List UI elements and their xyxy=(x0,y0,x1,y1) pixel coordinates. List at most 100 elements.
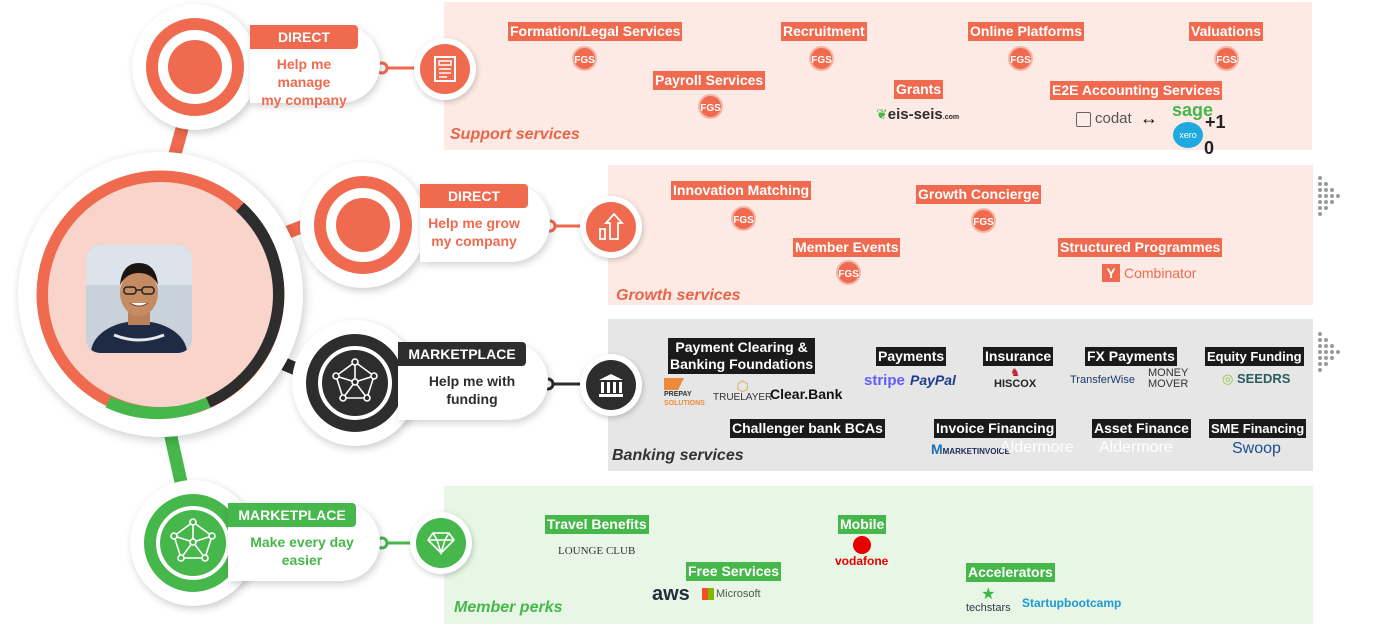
pillar-growth-dot xyxy=(336,198,390,252)
eis-seis-logo: ❦eis-seis.com xyxy=(876,106,960,123)
pillar-support-desc-2: my company xyxy=(261,92,347,108)
paypal-logo: PayPal xyxy=(910,372,956,388)
pillar-support-icon-ring xyxy=(414,38,476,100)
aws-logo: aws xyxy=(652,583,690,605)
growth-structured-programmes: Structured Programmes xyxy=(1058,238,1223,257)
member-perks-title: Member perks xyxy=(454,599,563,616)
arrows-icon: ↔ xyxy=(1140,108,1158,128)
pillar-perks-desc-1: Make every day xyxy=(250,534,354,550)
marketinvoice-logo: MMARKETINVOICE xyxy=(931,441,1010,457)
pillar-perks-card: MARKETPLACE Make every day easier xyxy=(228,503,380,581)
startupbootcamp-logo: Startupbootcamp xyxy=(1022,596,1122,610)
growth-services-title: Growth services xyxy=(616,287,741,304)
banking-fx-payments: FX Payments xyxy=(1085,347,1177,366)
support-valuations: Valuations xyxy=(1189,22,1264,41)
microsoft-squares-icon xyxy=(702,588,714,601)
network-icon-green xyxy=(170,518,216,562)
swoop-logo: Swoop xyxy=(1232,440,1281,457)
banking-invoice-financing: Invoice Financing xyxy=(934,419,1057,438)
pillar-funding-desc-2: funding xyxy=(446,391,498,407)
plus-one-label: +1 xyxy=(1205,112,1226,132)
banking-insurance: Insurance xyxy=(983,347,1054,366)
dotted-arrow-icon xyxy=(1318,176,1340,216)
seedrs-mark-icon: ◎ xyxy=(1222,371,1234,386)
pillar-support-dot xyxy=(168,40,222,94)
pillar-perks-tag: MARKETPLACE xyxy=(228,503,356,527)
hiscox-logo: ♞HISCOX xyxy=(994,367,1037,391)
xero-logo: xero xyxy=(1173,122,1203,148)
codat-logo: codat xyxy=(1076,110,1132,127)
banking-sme-financing: SME Financing xyxy=(1209,419,1307,438)
fgs-badge: FGS xyxy=(971,208,996,233)
microsoft-logo: Microsoft xyxy=(702,588,761,601)
pillar-growth-tag: DIRECT xyxy=(420,184,528,208)
support-grants: Grants xyxy=(894,80,944,99)
vodafone-mark-icon xyxy=(853,536,871,554)
fgs-badge: FGS xyxy=(572,46,597,71)
support-recruitment: Recruitment xyxy=(781,22,867,41)
member-perks-panel xyxy=(444,486,1313,624)
banking-payments: Payments xyxy=(876,347,947,366)
pillar-growth-card: DIRECT Help me grow my company xyxy=(420,184,550,262)
perks-mobile: Mobile xyxy=(838,515,887,534)
pillar-growth-desc-2: my company xyxy=(431,233,517,249)
pillar-support-desc-1: Help me manage xyxy=(276,56,332,90)
fgs-badge: FGS xyxy=(1008,46,1033,71)
zero-label: 0 xyxy=(1204,138,1215,158)
pillar-funding-tag: MARKETPLACE xyxy=(398,342,526,366)
support-online-platforms: Online Platforms xyxy=(968,22,1085,41)
fgs-badge: FGS xyxy=(731,206,756,231)
pillar-funding-desc-1: Help me with xyxy=(428,373,516,389)
fgs-badge: FGS xyxy=(698,94,723,119)
growth-innovation-matching: Innovation Matching xyxy=(671,181,812,200)
banking-challenger-bcas: Challenger bank BCAs xyxy=(730,419,885,438)
hub-color-ring xyxy=(36,170,285,420)
clearbank-logo: Clear.Bank xyxy=(770,386,843,402)
perks-accelerators: Accelerators xyxy=(966,563,1055,582)
banking-services-title: Banking services xyxy=(612,447,744,464)
banking-equity-funding: Equity Funding xyxy=(1205,347,1304,366)
support-formation-legal: Formation/Legal Services xyxy=(508,22,683,41)
leaf-icon: ❦ xyxy=(876,106,888,122)
pillar-growth-icon-ring xyxy=(580,196,642,258)
fgs-badge: FGS xyxy=(836,260,861,285)
truelayer-logo: ⬡TRUELAYER xyxy=(713,378,773,403)
vodafone-logo: vodafone xyxy=(835,554,889,568)
pillar-perks-icon-ring xyxy=(410,512,472,574)
support-e2e-accounting: E2E Accounting Services xyxy=(1050,81,1223,100)
diamond-icon xyxy=(426,532,456,555)
dotted-arrow-icon xyxy=(1318,332,1340,372)
techstars-logo: ★techstars xyxy=(966,586,1011,615)
growth-member-events: Member Events xyxy=(793,238,901,257)
bank-icon xyxy=(599,374,623,397)
pillar-growth-desc-1: Help me grow xyxy=(428,215,520,231)
network-icon xyxy=(332,358,378,402)
seedrs-logo: ◎ SEEDRS xyxy=(1222,371,1291,386)
growth-arrow-icon xyxy=(599,212,625,240)
document-icon xyxy=(434,56,456,82)
transferwise-logo: TransferWise xyxy=(1070,374,1135,386)
avatar xyxy=(86,245,192,353)
aldermore-logo-2: Aldermore xyxy=(1099,439,1173,456)
fgs-badge: FGS xyxy=(1214,46,1239,71)
stripe-logo: stripe xyxy=(864,372,905,389)
sage-logo: sage xyxy=(1172,100,1214,120)
pillar-perks-desc-2: easier xyxy=(281,552,323,568)
perks-travel-benefits: Travel Benefits xyxy=(545,515,649,534)
pillar-support-card: DIRECT Help me manage my company xyxy=(250,25,380,108)
fgs-badge: FGS xyxy=(809,46,834,71)
techstars-star-icon: ★ xyxy=(981,586,996,603)
pillar-funding-icon-ring xyxy=(580,354,642,416)
aldermore-logo: Aldermore xyxy=(1000,439,1074,456)
support-services-title: Support services xyxy=(450,126,580,143)
growth-concierge: Growth Concierge xyxy=(916,185,1042,204)
banking-payment-clearing: Payment Clearing &Banking Foundations xyxy=(668,338,816,374)
pillar-funding-card: MARKETPLACE Help me with funding xyxy=(398,342,548,420)
pillar-support-tag: DIRECT xyxy=(250,25,358,49)
support-payroll: Payroll Services xyxy=(653,71,766,90)
banking-asset-finance: Asset Finance xyxy=(1092,419,1191,438)
perks-free-services: Free Services xyxy=(686,562,782,581)
